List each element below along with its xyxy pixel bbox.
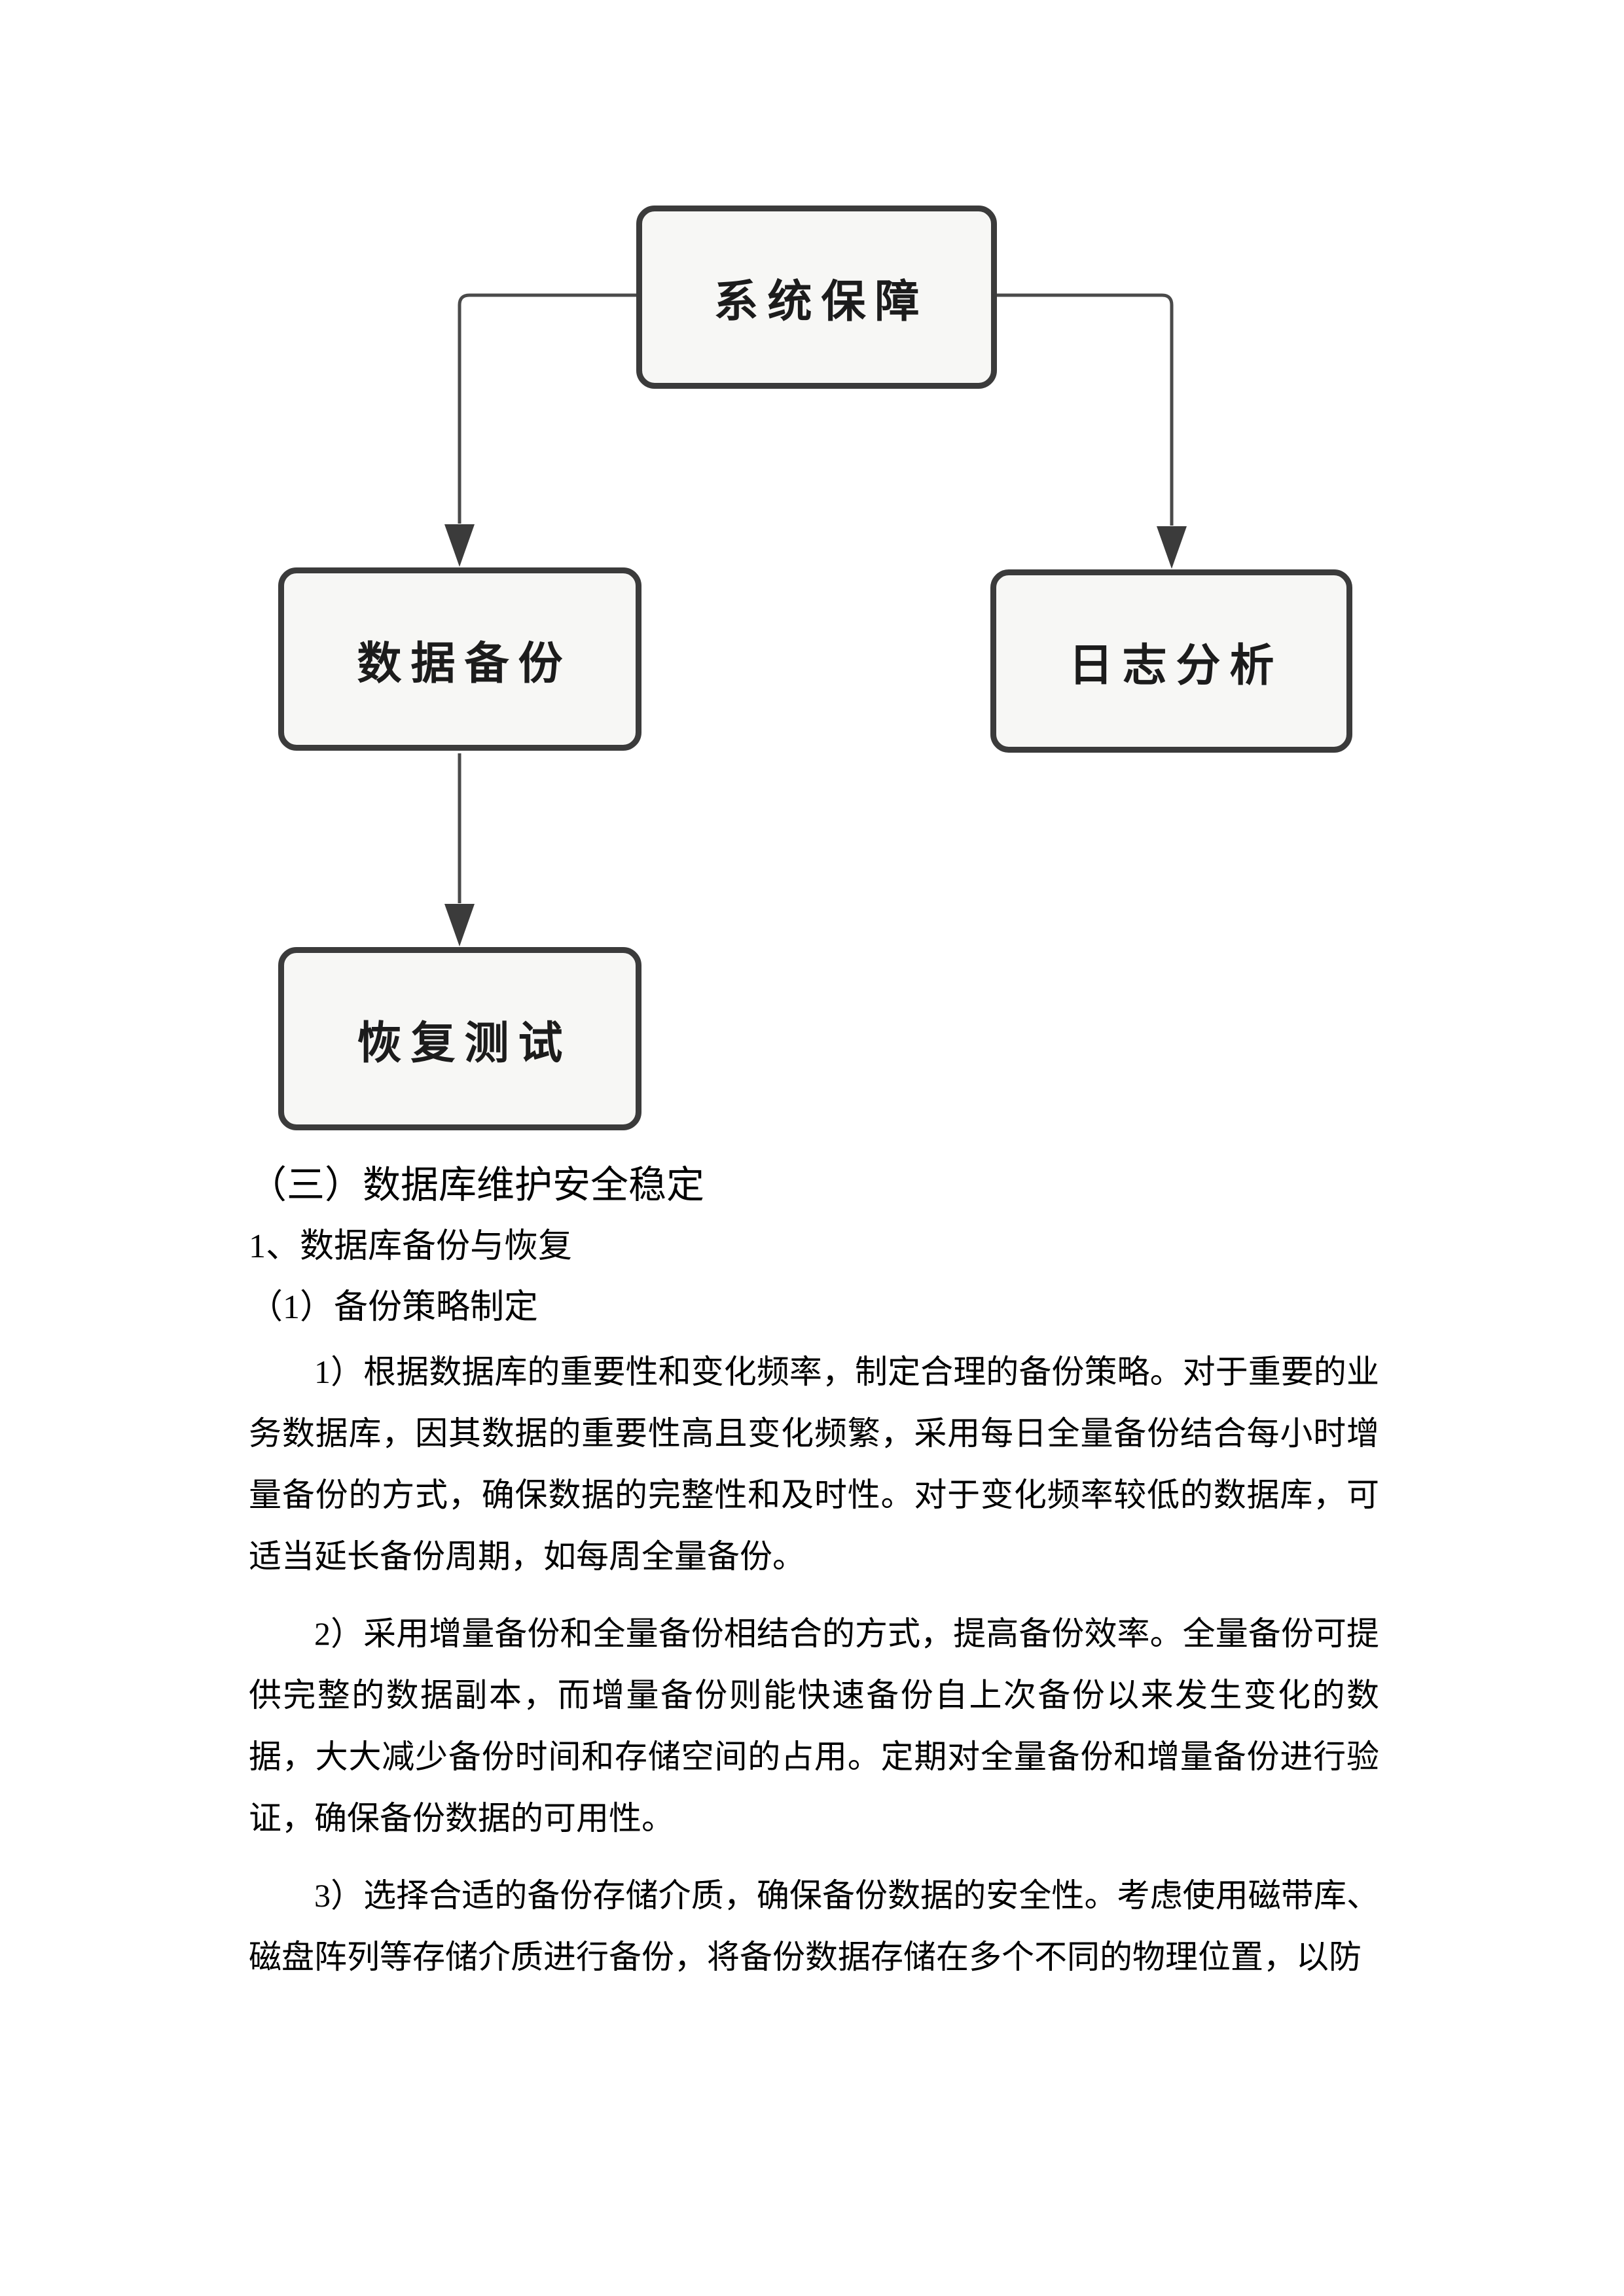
paragraph: 3）选择合适的备份存储介质，确保备份数据的安全性。考虑使用磁带库、磁盘阵列等存储… [249, 1865, 1379, 1988]
text-line: 3）选择合适的备份存储介质，确保备份数据的安全性。考虑使用磁带库、 [314, 1877, 1379, 1914]
flowchart-node-log-analysis: 日志分析 [990, 569, 1352, 753]
sub-heading: 1、数据库备份与恢复 [249, 1228, 573, 1265]
node-label: 系统保障 [713, 276, 929, 327]
text-line: 供完整的数据副本，而增量备份则能快速备份自上次备份以来发生变化的数 [249, 1677, 1379, 1713]
flowchart-node-data-backup: 数据备份 [278, 567, 641, 751]
text-line: 适当延长备份周期，如每周全量备份。 [249, 1538, 805, 1575]
sub-sub-heading: （1）备份策略制定 [249, 1289, 539, 1326]
arrowhead-down-icon [444, 904, 475, 946]
text-body: （三）数据库维护安全稳定 1、数据库备份与恢复 （1）备份策略制定 1）根据数据… [249, 1155, 1379, 1988]
node-label: 恢复测试 [357, 1018, 572, 1068]
text-line: 据，大大减少备份时间和存储空间的占用。定期对全量备份和增量备份进行验 [249, 1738, 1379, 1775]
flowchart-node-system-guarantee: 系统保障 [636, 206, 997, 389]
paragraph: 1）根据数据库的重要性和变化频率，制定合理的备份策略。对于重要的业务数据库，因其… [249, 1341, 1379, 1587]
flowchart-node-recovery-test: 恢复测试 [278, 947, 641, 1130]
text-line: 量备份的方式，确保数据的完整性和及时性。对于变化频率较低的数据库，可 [249, 1477, 1379, 1513]
node-label: 数据备份 [357, 638, 572, 689]
text-line: 2）采用增量备份和全量备份相结合的方式，提高备份效率。全量备份可提 [314, 1615, 1379, 1652]
edge-backup-to-recovery [444, 753, 475, 946]
text-line: 证，确保备份数据的可用性。 [249, 1800, 674, 1837]
paragraphs: 1）根据数据库的重要性和变化频率，制定合理的备份策略。对于重要的业务数据库，因其… [249, 1341, 1379, 1988]
node-label: 日志分析 [1068, 640, 1284, 691]
section-heading: （三）数据库维护安全稳定 [249, 1164, 705, 1206]
text-line: 1）根据数据库的重要性和变化频率，制定合理的备份策略。对于重要的业 [314, 1354, 1379, 1390]
text-line: 磁盘阵列等存储介质进行备份，将备份数据存储在多个不同的物理位置，以防 [249, 1939, 1362, 1975]
edge-root-to-log [994, 293, 1187, 569]
paragraph: 2）采用增量备份和全量备份相结合的方式，提高备份效率。全量备份可提供完整的数据副… [249, 1603, 1379, 1849]
arrowhead-down-icon [1157, 526, 1187, 569]
edge-root-to-backup [444, 293, 639, 567]
text-line: 务数据库，因其数据的重要性高且变化频繁，采用每日全量备份结合每小时增 [249, 1415, 1379, 1452]
arrowhead-down-icon [444, 524, 475, 567]
